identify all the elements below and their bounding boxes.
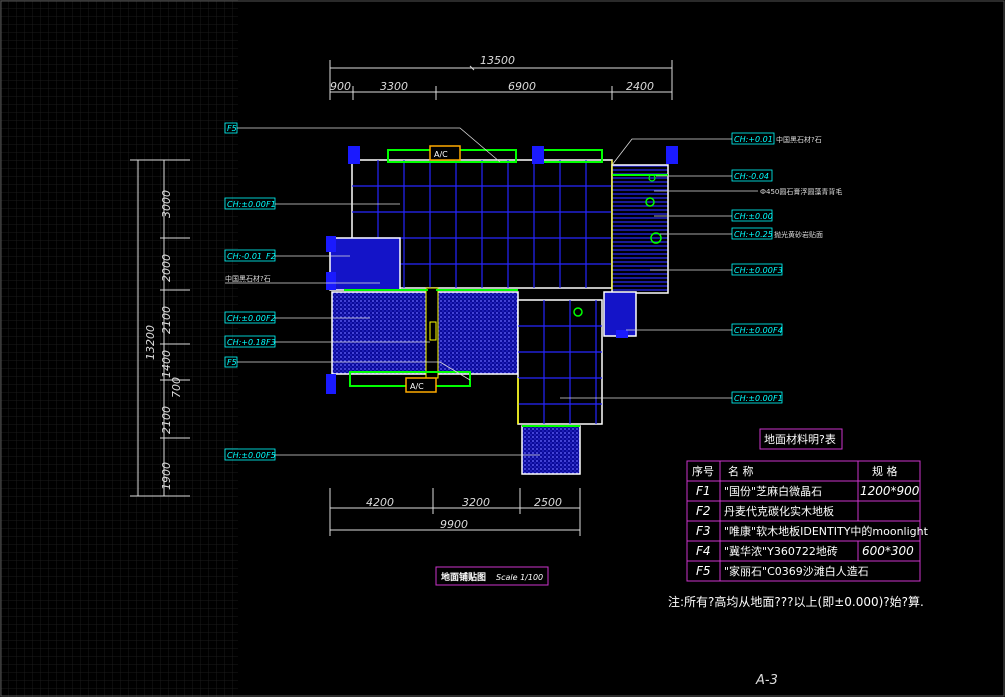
bottom-dimension (329, 488, 581, 536)
dim-left-seg-5: 2100 (160, 406, 173, 434)
dim-bottom-seg-3: 2500 (534, 496, 562, 509)
callout-left-6: F5 (227, 358, 237, 367)
callout-right-4: CH:+0.25 (734, 230, 773, 239)
callout-right-5-code: F3 (773, 266, 783, 275)
callout-left-3: CH:-0.01 (227, 252, 262, 261)
ac-label-top: A/C (434, 150, 448, 159)
dim-top-seg-3: 6900 (508, 80, 536, 93)
left-dimension (130, 159, 190, 497)
dim-left-seg-1: 3000 (160, 190, 173, 218)
ac-label-bottom: A/C (410, 382, 424, 391)
dim-top-seg-4: 2400 (626, 80, 654, 93)
dim-bottom-overall: 9900 (440, 518, 468, 531)
materials-row-2-code: F2 (696, 504, 711, 518)
drawing-title: 地面铺贴图 (441, 571, 486, 583)
dim-left-extra: 700 (170, 377, 183, 398)
dim-left-seg-4: 1400 (160, 350, 173, 378)
dim-top-overall: 13500 (480, 54, 515, 67)
materials-row-4-code: F4 (696, 544, 711, 558)
callout-right-7: CH:±0.00 (734, 394, 773, 403)
materials-title: 地面材料明?表 (764, 432, 836, 446)
left-callouts (224, 122, 540, 461)
callout-left-1: F5 (227, 124, 237, 133)
materials-row-1-spec: 1200*900 (860, 484, 920, 498)
callout-right-7-code: F1 (773, 394, 783, 403)
dim-left-seg-2: 2000 (160, 254, 173, 282)
materials-header-name: 名 称 (728, 464, 754, 478)
materials-row-3-code: F3 (696, 524, 711, 538)
callout-left-7-code: F5 (266, 451, 276, 460)
materials-row-1-name: "国份"芝麻白微晶石 (724, 484, 822, 498)
callout-right-6-code: F4 (773, 326, 783, 335)
callout-left-4-code: F2 (266, 314, 276, 323)
materials-row-4-spec: 600*300 (862, 544, 914, 558)
materials-row-5-code: F5 (696, 564, 711, 578)
materials-row-2-name: 丹麦代克碳化实木地板 (724, 504, 834, 518)
materials-table (686, 460, 921, 582)
dim-left-seg-6: 1900 (160, 462, 173, 490)
materials-row-1-code: F1 (696, 484, 711, 498)
drawing-title-box (435, 566, 549, 586)
callout-left-5: CH:+0.18 (227, 338, 266, 347)
left-note: 中国黑石材?石 (225, 274, 271, 283)
right-note-3: 抛光黄砂岩贴面 (774, 230, 823, 239)
callout-right-6: CH:±0.00 (734, 326, 773, 335)
callout-left-2: CH:±0.00 (227, 200, 266, 209)
general-note: 注:所有?高均从地面???以上(即±0.000)?始?算. (668, 594, 924, 609)
callout-left-3-code: F2 (266, 252, 276, 261)
right-note-2: Ф450圆石膏浮圆藻青背毛 (760, 187, 842, 196)
dim-left-overall: 13200 (144, 325, 157, 360)
drawing-scale: Scale 1/100 (496, 573, 543, 582)
callout-left-2-code: F1 (266, 200, 276, 209)
dim-bottom-seg-2: 3200 (462, 496, 490, 509)
callout-left-5-code: F3 (266, 338, 276, 347)
materials-row-5-name: "家丽石"C0369沙滩白人造石 (724, 564, 869, 578)
callout-right-3: CH:±0.00 (734, 212, 773, 221)
callout-right-5: CH:±0.00 (734, 266, 773, 275)
floor-plan (326, 145, 678, 475)
materials-header-code: 序号 (692, 464, 714, 478)
callout-left-4: CH:±0.00 (227, 314, 266, 323)
top-dimension (329, 60, 673, 100)
dim-bottom-seg-1: 4200 (366, 496, 394, 509)
materials-row-4-name: "冀华浓"Y360722地砖 (724, 544, 838, 558)
materials-header-spec: 规 格 (872, 464, 898, 478)
callout-left-7: CH:±0.00 (227, 451, 266, 460)
materials-row-3-name: "唯康"软木地板IDENTITY中的moonlight (724, 524, 929, 538)
dim-top-seg-2: 3300 (380, 80, 408, 93)
callout-right-1: CH:+0.01 (734, 135, 773, 144)
dim-top-seg-1: 900 (330, 80, 351, 93)
dim-left-seg-3: 2100 (160, 306, 173, 334)
callout-right-2: CH:-0.04 (734, 172, 769, 181)
right-note-1: 中国黑石材?石 (776, 135, 822, 144)
materials-title-box (759, 428, 843, 450)
sheet-number: A-3 (755, 673, 778, 688)
background-grid (0, 0, 238, 697)
right-callouts (560, 132, 783, 404)
